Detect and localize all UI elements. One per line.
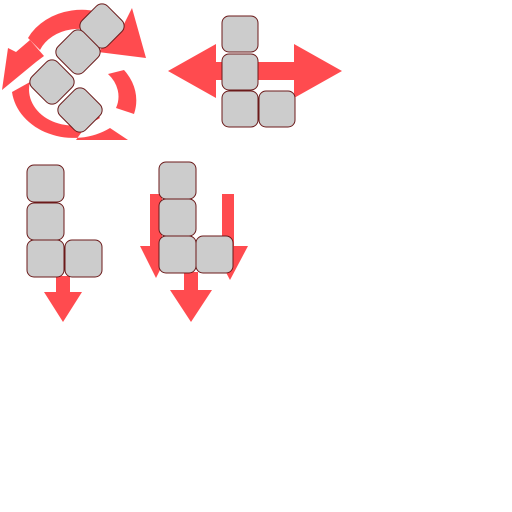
tetris-block	[26, 239, 65, 278]
tetris-block	[221, 90, 259, 128]
tetris-block	[64, 239, 103, 278]
tetris-block	[26, 202, 65, 241]
tetris-block	[26, 164, 65, 203]
tetris-block	[158, 161, 197, 200]
tetris-block	[221, 15, 259, 53]
tetris-block	[258, 90, 296, 128]
down-arrow-icon	[44, 276, 82, 322]
tetris-block	[55, 29, 101, 75]
tetris-block	[195, 235, 234, 274]
tetris-block	[158, 198, 197, 237]
move-horizontal-icon[interactable]	[168, 15, 342, 128]
tetris-block	[29, 59, 75, 105]
hard-drop-icon[interactable]	[140, 161, 248, 322]
tetris-block	[158, 235, 197, 274]
rotate-icon[interactable]	[2, 1, 146, 140]
soft-drop-icon[interactable]	[26, 164, 103, 322]
tetromino-l	[221, 15, 296, 128]
tetromino-l	[158, 161, 234, 274]
tetris-block	[57, 87, 103, 133]
tetromino-l	[26, 164, 103, 278]
tetromino-diagonal	[29, 3, 125, 133]
tetris-block	[221, 53, 259, 91]
